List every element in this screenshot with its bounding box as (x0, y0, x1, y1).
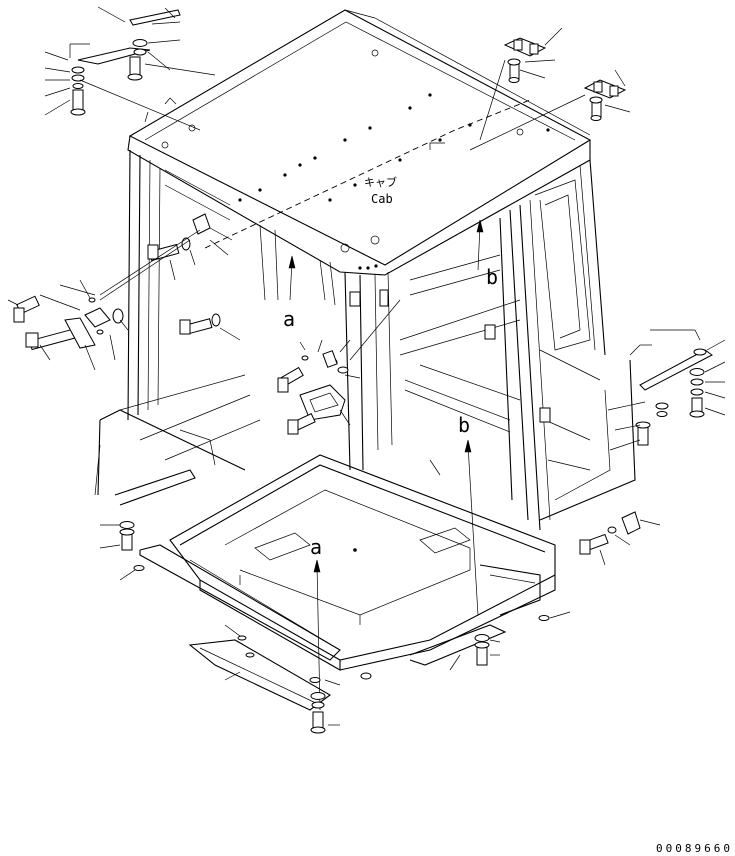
view-marker-a-upper: a (283, 307, 295, 331)
left-hardware-cluster (7, 213, 241, 371)
bolt-icon (579, 533, 609, 555)
bolt-icon (310, 711, 326, 734)
bolt-icon (589, 96, 603, 121)
bolt-icon (127, 56, 143, 81)
bolt-icon (689, 397, 705, 418)
diagram-code: 00089660 (656, 842, 733, 855)
bolt-icon (287, 413, 316, 435)
top-right-hardware-cluster (469, 27, 631, 151)
bolt-icon (277, 366, 304, 393)
cab-label-english: Cab (371, 192, 393, 206)
top-left-hardware-cluster (44, 6, 216, 131)
view-arrow-a-lower (313, 559, 321, 711)
roof-rivets (161, 49, 550, 270)
view-arrow-a-upper (288, 255, 296, 301)
cab-roof (127, 9, 592, 276)
bolt-icon (635, 421, 651, 446)
bottom-right-hardware (449, 511, 661, 671)
bottom-left-hardware (94, 444, 145, 581)
right-hardware-cluster (607, 329, 726, 451)
bolt-icon (474, 641, 490, 666)
cab-frame (97, 149, 636, 531)
cab-floor (114, 454, 556, 711)
view-arrow-b-upper (476, 219, 484, 271)
bolt-icon (179, 318, 213, 335)
view-marker-b-lower: b (458, 413, 470, 437)
cab-label-japanese: キャブ (364, 175, 397, 189)
view-marker-b-upper: b (486, 265, 498, 289)
bolt-icon (119, 528, 135, 551)
center-hardware-cluster (277, 299, 401, 435)
bolt-icon (70, 89, 86, 116)
bolt-icon (25, 328, 77, 351)
view-arrow-b-lower (464, 439, 479, 616)
bolt-icon (13, 295, 40, 323)
bolt-icon (507, 58, 521, 83)
bottom-center-hardware (224, 459, 441, 734)
view-marker-a-lower: a (310, 535, 322, 559)
